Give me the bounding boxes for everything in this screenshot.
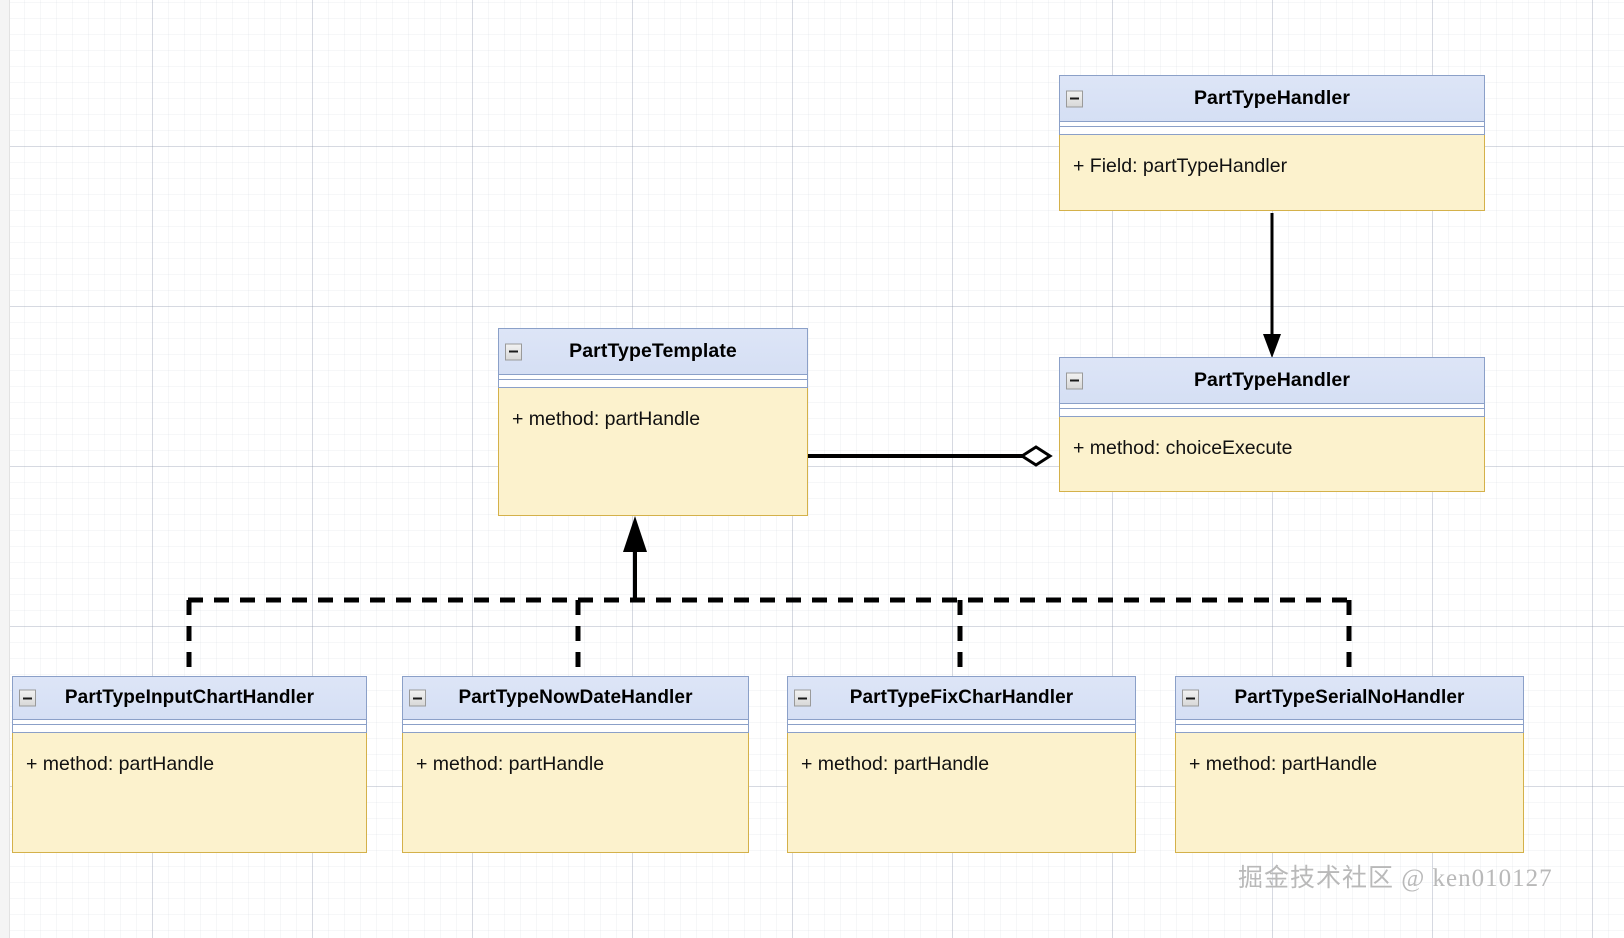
- class-member: + method: choiceExecute: [1073, 437, 1293, 459]
- class-separator: [787, 720, 1136, 733]
- watermark: 掘金技术社区 @ ken010127: [1238, 865, 1553, 892]
- connector-realization-bus: [186, 516, 1352, 676]
- class-member: + Field: partTypeHandler: [1073, 155, 1288, 177]
- class-header: PartTypeFixCharHandler: [787, 676, 1136, 720]
- class-name: PartTypeInputChartHandler: [64, 687, 315, 708]
- class-header: PartTypeHandler: [1059, 75, 1485, 122]
- collapse-minus-icon[interactable]: [19, 689, 36, 707]
- class-separator: [1059, 122, 1485, 135]
- connector-handler-to-handler: [1263, 213, 1281, 358]
- class-box-part-type-serial-no-handler[interactable]: PartTypeSerialNoHandler + method: partHa…: [1175, 676, 1524, 853]
- class-body: + method: partHandle: [1175, 733, 1524, 853]
- class-name: PartTypeSerialNoHandler: [1234, 687, 1465, 708]
- class-header: PartTypeSerialNoHandler: [1175, 676, 1524, 720]
- class-box-part-type-now-date-handler[interactable]: PartTypeNowDateHandler + method: partHan…: [402, 676, 749, 853]
- class-body: + method: partHandle: [402, 733, 749, 853]
- class-body: + method: partHandle: [787, 733, 1136, 853]
- class-header: PartTypeNowDateHandler: [402, 676, 749, 720]
- class-header: PartTypeInputChartHandler: [12, 676, 367, 720]
- class-name: PartTypeFixCharHandler: [849, 687, 1074, 708]
- canvas-left-edge: [0, 0, 10, 938]
- class-member: + method: partHandle: [1189, 753, 1378, 775]
- class-box-part-type-handler-choice[interactable]: PartTypeHandler + method: choiceExecute: [1059, 357, 1485, 492]
- collapse-minus-icon[interactable]: [505, 343, 522, 360]
- class-name: PartTypeNowDateHandler: [458, 687, 693, 708]
- class-body: + method: partHandle: [498, 388, 808, 516]
- collapse-minus-icon[interactable]: [1066, 372, 1083, 389]
- collapse-minus-icon[interactable]: [1182, 689, 1199, 707]
- class-name: PartTypeHandler: [1193, 87, 1351, 109]
- class-separator: [1059, 404, 1485, 417]
- class-box-part-type-input-chart-handler[interactable]: PartTypeInputChartHandler + method: part…: [12, 676, 367, 853]
- class-body: + method: choiceExecute: [1059, 417, 1485, 492]
- class-box-part-type-handler-field[interactable]: PartTypeHandler + Field: partTypeHandler: [1059, 75, 1485, 211]
- class-name: PartTypeTemplate: [569, 340, 737, 362]
- class-box-part-type-template[interactable]: PartTypeTemplate + method: partHandle: [498, 328, 808, 516]
- collapse-minus-icon[interactable]: [1066, 90, 1083, 107]
- class-box-part-type-fix-char-handler[interactable]: PartTypeFixCharHandler + method: partHan…: [787, 676, 1136, 853]
- class-member: + method: partHandle: [26, 753, 215, 775]
- connector-template-aggregation: [808, 445, 1053, 467]
- collapse-minus-icon[interactable]: [409, 689, 426, 707]
- class-body: + method: partHandle: [12, 733, 367, 853]
- class-member: + method: partHandle: [512, 408, 701, 430]
- class-member: + method: partHandle: [801, 753, 990, 775]
- class-body: + Field: partTypeHandler: [1059, 135, 1485, 211]
- class-separator: [402, 720, 749, 733]
- class-member: + method: partHandle: [416, 753, 605, 775]
- class-header: PartTypeTemplate: [498, 328, 808, 375]
- class-header: PartTypeHandler: [1059, 357, 1485, 404]
- class-separator: [1175, 720, 1524, 733]
- class-separator: [12, 720, 367, 733]
- collapse-minus-icon[interactable]: [794, 689, 811, 707]
- class-name: PartTypeHandler: [1193, 369, 1351, 391]
- class-separator: [498, 375, 808, 388]
